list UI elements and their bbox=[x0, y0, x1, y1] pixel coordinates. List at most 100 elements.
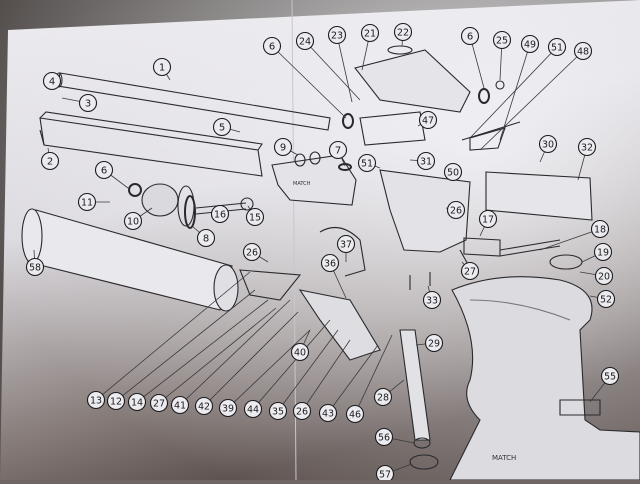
leader-line bbox=[227, 329, 311, 409]
callout-circle bbox=[149, 393, 169, 413]
callout-33: 33 bbox=[422, 290, 442, 310]
leader-line bbox=[158, 307, 277, 404]
callout-number: 40 bbox=[294, 348, 306, 359]
callout-20: 20 bbox=[594, 266, 614, 286]
callout-13: 13 bbox=[86, 390, 106, 410]
callout-number: 42 bbox=[198, 402, 210, 413]
callout-circle bbox=[520, 34, 540, 54]
callout-22: 22 bbox=[393, 22, 413, 42]
callout-circle bbox=[86, 390, 106, 410]
callout-5: 5 bbox=[212, 117, 232, 137]
brand-mark: MATCH bbox=[293, 181, 311, 187]
callout-circle bbox=[422, 290, 442, 310]
callout-number: 43 bbox=[322, 409, 334, 420]
callout-27: 27 bbox=[460, 261, 480, 281]
callout-number: 1 bbox=[159, 63, 165, 74]
callout-circle bbox=[416, 151, 436, 171]
callout-number: 57 bbox=[379, 470, 391, 481]
callout-number: 48 bbox=[577, 47, 589, 58]
callout-circle bbox=[538, 134, 558, 154]
callout-number: 25 bbox=[496, 36, 508, 47]
callout-43: 43 bbox=[318, 403, 338, 423]
callout-number: 30 bbox=[542, 140, 554, 151]
callout-circle bbox=[418, 110, 438, 130]
leader-line bbox=[469, 46, 558, 139]
page-fold bbox=[291, 0, 297, 481]
callout-number: 27 bbox=[153, 399, 165, 410]
callout-number: 51 bbox=[551, 43, 563, 54]
callout-3: 3 bbox=[78, 93, 98, 113]
callout-number: 4 bbox=[49, 77, 55, 88]
part-grip bbox=[449, 276, 640, 481]
callout-number: 52 bbox=[600, 295, 612, 306]
callout-circle bbox=[94, 160, 114, 180]
callout-number: 41 bbox=[174, 401, 186, 412]
callout-circle bbox=[573, 41, 593, 61]
callout-circle bbox=[594, 266, 614, 286]
callout-number: 58 bbox=[29, 263, 41, 274]
callout-1: 1 bbox=[152, 57, 172, 77]
callout-circle bbox=[268, 401, 288, 421]
leader-line bbox=[479, 50, 584, 151]
callout-number: 6 bbox=[101, 166, 107, 177]
callout-36: 36 bbox=[320, 253, 340, 273]
callout-39: 39 bbox=[218, 398, 238, 418]
callout-circle bbox=[152, 57, 172, 77]
callout-circle bbox=[25, 257, 45, 277]
callout-number: 51 bbox=[361, 159, 373, 170]
callout-29: 29 bbox=[424, 333, 444, 353]
callout-circle bbox=[446, 200, 466, 220]
callout-circle bbox=[292, 401, 312, 421]
callout-circle bbox=[336, 234, 356, 254]
callout-circle bbox=[273, 137, 293, 157]
callout-14: 14 bbox=[127, 392, 147, 412]
callout-circle bbox=[295, 31, 315, 51]
part-receiver bbox=[39, 111, 263, 177]
callout-number: 32 bbox=[581, 143, 593, 154]
callout-circle bbox=[290, 342, 310, 362]
callout-37: 37 bbox=[336, 234, 356, 254]
callout-circle bbox=[345, 404, 365, 424]
callout-circle bbox=[327, 25, 347, 45]
callout-number: 22 bbox=[397, 28, 409, 39]
callout-51: 51 bbox=[357, 153, 377, 173]
callout-number: 50 bbox=[447, 168, 459, 179]
callout-26: 26 bbox=[242, 242, 262, 262]
callout-circle bbox=[373, 387, 393, 407]
callout-circle bbox=[547, 37, 567, 57]
callout-number: 10 bbox=[127, 217, 139, 228]
callout-number: 23 bbox=[331, 31, 343, 42]
callout-circle bbox=[123, 211, 143, 231]
callout-23: 23 bbox=[327, 25, 347, 45]
brand-mark: MATCH bbox=[492, 454, 516, 462]
callout-15: 15 bbox=[245, 207, 265, 227]
callout-6: 6 bbox=[460, 26, 480, 46]
callout-number: 47 bbox=[422, 116, 434, 127]
callout-18: 18 bbox=[590, 219, 610, 239]
leader-line bbox=[179, 299, 291, 406]
callout-42: 42 bbox=[194, 396, 214, 416]
callout-48: 48 bbox=[573, 41, 593, 61]
callout-4: 4 bbox=[42, 71, 62, 91]
callout-circle bbox=[460, 26, 480, 46]
callout-circle bbox=[77, 192, 97, 212]
callout-number: 2 bbox=[47, 157, 53, 168]
callout-8: 8 bbox=[196, 228, 216, 248]
callout-circle bbox=[210, 204, 230, 224]
callout-number: 11 bbox=[81, 198, 93, 209]
callout-circle bbox=[328, 140, 348, 160]
leader-line bbox=[354, 334, 393, 415]
callout-number: 24 bbox=[299, 37, 311, 48]
callout-30: 30 bbox=[538, 134, 558, 154]
callout-44: 44 bbox=[243, 399, 263, 419]
callout-number: 36 bbox=[324, 259, 336, 270]
callout-number: 31 bbox=[420, 157, 432, 168]
callout-circle bbox=[218, 398, 238, 418]
callout-50: 50 bbox=[443, 162, 463, 182]
callout-circle bbox=[600, 366, 620, 386]
callout-circle bbox=[127, 392, 147, 412]
callout-number: 28 bbox=[377, 393, 389, 404]
part-pin-28 bbox=[399, 329, 431, 441]
callout-number: 5 bbox=[219, 123, 225, 134]
